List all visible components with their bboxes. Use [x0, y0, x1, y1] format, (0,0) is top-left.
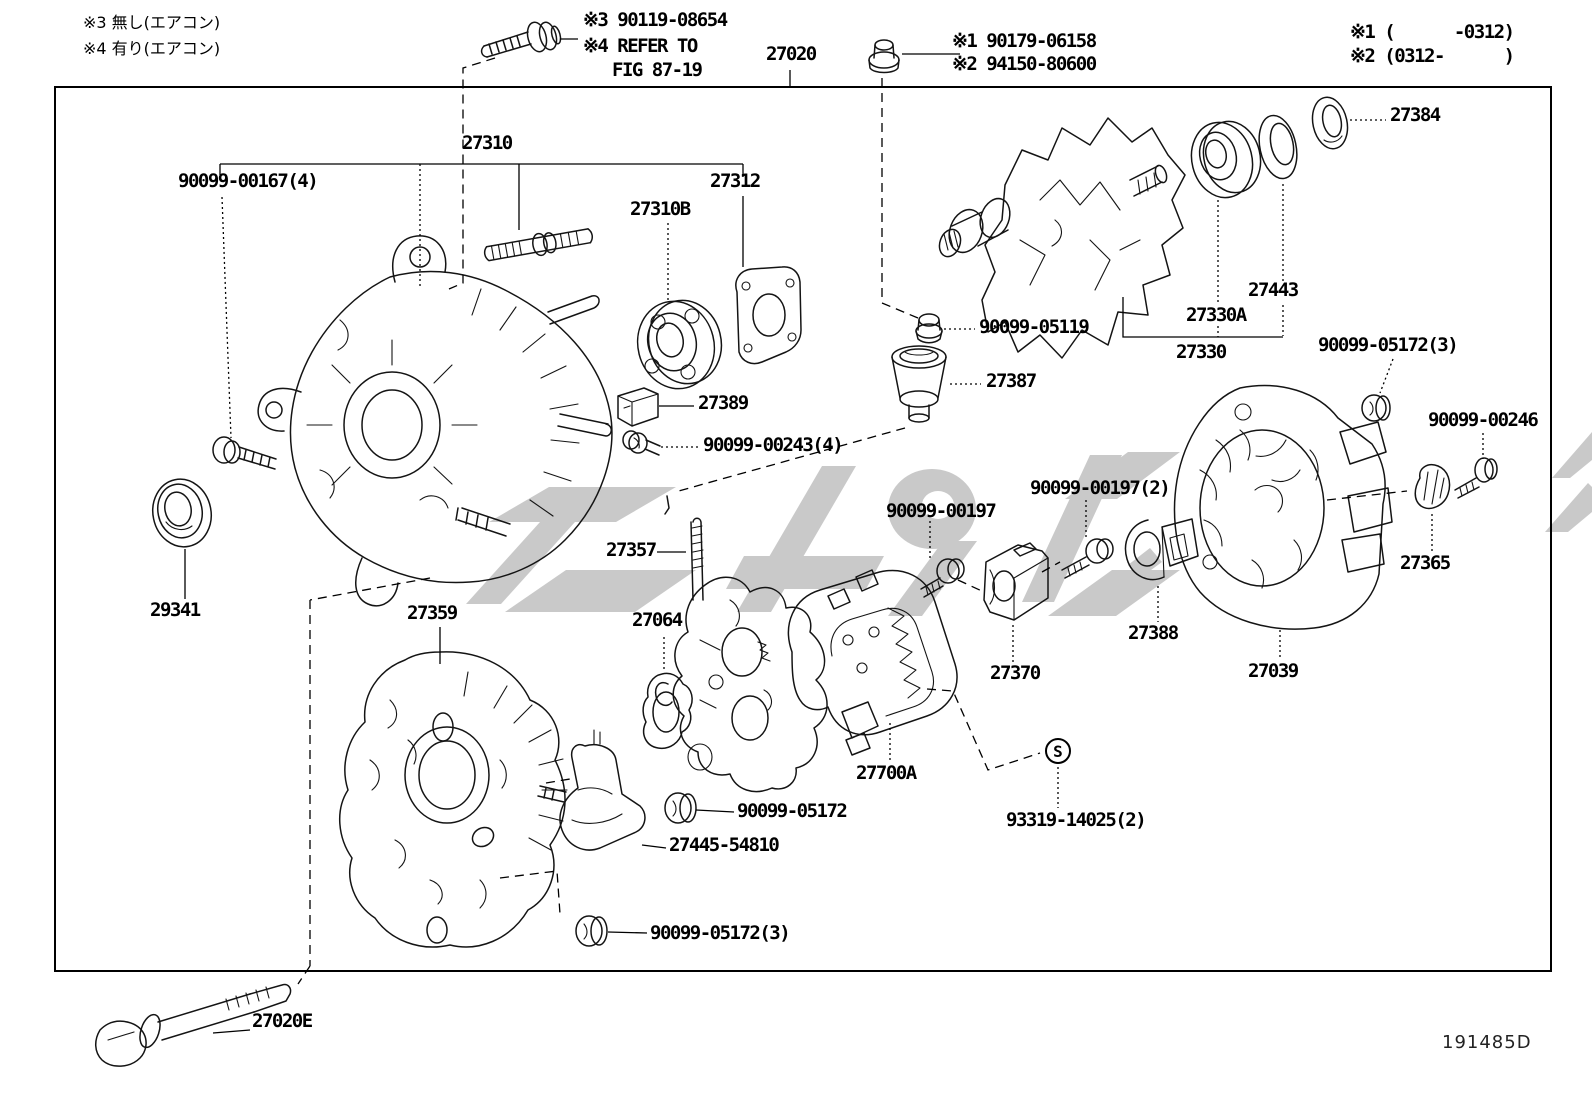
label-90099-00167: 90099-00167(4) [178, 170, 319, 192]
label-27020e: 27020E [252, 1010, 313, 1032]
stud-27357-drawing [664, 495, 704, 601]
ring-27384-drawing [1311, 96, 1349, 150]
diagram-border [54, 86, 1552, 972]
label-27445-54810: 27445-54810 [669, 834, 780, 856]
grommet-29341-drawing [152, 478, 212, 548]
rotor-drawing [938, 117, 1186, 359]
label-27700a: 27700A [856, 762, 917, 784]
label-27330a: 27330A [1186, 304, 1247, 326]
label-27370: 27370 [990, 662, 1041, 684]
rear-bearing-drawing [1190, 120, 1262, 199]
label-27310b: 27310B [630, 198, 691, 220]
holder-27388-drawing [1124, 518, 1199, 581]
brush-cover-drawing [559, 729, 646, 851]
note-fig-87-19: FIG 87-19 [612, 59, 703, 81]
label-27365: 27365 [1400, 552, 1451, 574]
rear-end-cover-drawing [1173, 384, 1393, 630]
insulator-cap-drawing [891, 345, 947, 423]
label-90099-05172-mid: 90099-05172 [737, 800, 848, 822]
brush-holder-drawing [654, 576, 828, 793]
label-27359: 27359 [407, 602, 458, 624]
label-27388: 27388 [1128, 622, 1179, 644]
label-27389: 27389 [698, 392, 749, 414]
label-27384: 27384 [1390, 104, 1441, 126]
label-90099-00246: 90099-00246 [1428, 409, 1539, 431]
label-27357: 27357 [606, 539, 657, 561]
label-27020: 27020 [766, 43, 817, 65]
retainer-plate-drawing [735, 266, 802, 365]
label-27312: 27312 [710, 170, 761, 192]
regulator-drawing [983, 542, 1049, 621]
label-27039: 27039 [1248, 660, 1299, 682]
screw-00197b-drawing [1061, 538, 1114, 579]
rectifier-drawing [787, 569, 958, 756]
label-27387: 27387 [986, 370, 1037, 392]
bearing-cover-drawing [1258, 114, 1298, 180]
note-bolt-90119: ※3 90119-08654 [583, 9, 728, 31]
front-cover-drawing [338, 651, 568, 948]
label-27330: 27330 [1176, 341, 1227, 363]
label-27064: 27064 [632, 609, 683, 631]
label-90099-00243: 90099-00243(4) [703, 434, 844, 456]
label-90099-05172-bottom: 90099-05172(3) [650, 922, 791, 944]
figure-code: 191485D [1442, 1032, 1532, 1053]
label-90099-00197: 90099-00197 [886, 500, 997, 522]
screw-00197-drawing [920, 558, 965, 598]
nut-90179-drawing [868, 39, 900, 74]
bolt-90119-drawing [480, 21, 562, 58]
watermark [466, 432, 1592, 616]
label-90099-05172-right: 90099-05172(3) [1318, 334, 1459, 356]
screw-00246-drawing [1454, 457, 1498, 499]
nut-05172-bottom-drawing [575, 915, 608, 947]
bolt-00167-drawing [212, 436, 277, 470]
note-nut-90179: ※1 90179-06158 [952, 30, 1097, 52]
insulator-27365-drawing [1414, 464, 1451, 510]
note-aircon-with: ※4 有り(エアコン) [83, 39, 221, 58]
front-bracket-drawing [257, 235, 613, 607]
nut-05172-mid-drawing [664, 792, 697, 824]
plate-washer-27064-drawing [642, 672, 693, 750]
note-date-1: ※1 ( -0312) [1350, 21, 1515, 43]
label-27310: 27310 [462, 132, 513, 154]
label-29341: 29341 [150, 599, 201, 621]
note-refer-to: ※4 REFER TO [583, 35, 698, 57]
leader-lines [184, 38, 1484, 1034]
label-27443: 27443 [1248, 279, 1299, 301]
screw-00243-drawing [622, 430, 661, 456]
screw-symbol-badge: S [1045, 738, 1071, 764]
insulator-27389-drawing [617, 387, 659, 427]
note-nut-94150: ※2 94150-80600 [952, 53, 1097, 75]
stud-bolt-drawing [483, 228, 594, 262]
nut-05172-right-drawing [1361, 394, 1391, 422]
front-bearing-drawing [636, 299, 723, 390]
note-date-2: ※2 (0312- ) [1350, 45, 1515, 67]
label-90099-00197-2: 90099-00197(2) [1030, 477, 1171, 499]
through-bolt-drawing [95, 983, 292, 1067]
rotor-nut-drawing [915, 313, 943, 344]
note-aircon-without: ※3 無し(エアコン) [83, 13, 221, 32]
label-90099-05119: 90099-05119 [979, 316, 1090, 338]
label-93319-14025: 93319-14025(2) [1006, 809, 1147, 831]
